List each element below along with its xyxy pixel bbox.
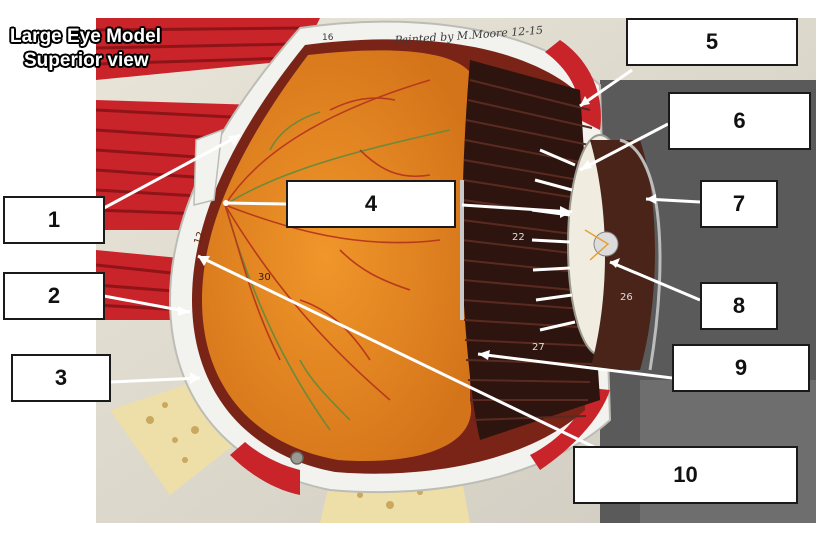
model-number: 16 [322,33,334,43]
label-box-8[interactable]: 8 [700,282,778,330]
model-number: 27 [532,342,545,353]
model-number: 26 [620,292,633,303]
label-box-1[interactable]: 1 [3,196,105,244]
diagram-subtitle: Superior view [24,50,149,71]
label-box-6[interactable]: 6 [668,92,811,150]
model-number: 12 [192,230,207,246]
model-number: 22 [512,232,525,243]
label-box-7[interactable]: 7 [700,180,778,228]
cornea [619,138,662,371]
model-number: 30 [258,272,271,283]
label-box-2[interactable]: 2 [3,272,105,320]
diagram-title: Large Eye Model [10,26,161,47]
label-box-4[interactable]: 4 [286,180,456,228]
label-box-10[interactable]: 10 [573,446,798,504]
pupil [593,231,619,257]
suspensory-ligaments [531,148,576,332]
label-box-5[interactable]: 5 [626,18,798,66]
label-box-3[interactable]: 3 [11,354,111,402]
iris [590,140,655,370]
label-box-9[interactable]: 9 [672,344,810,392]
retinal-vessels [224,79,451,431]
